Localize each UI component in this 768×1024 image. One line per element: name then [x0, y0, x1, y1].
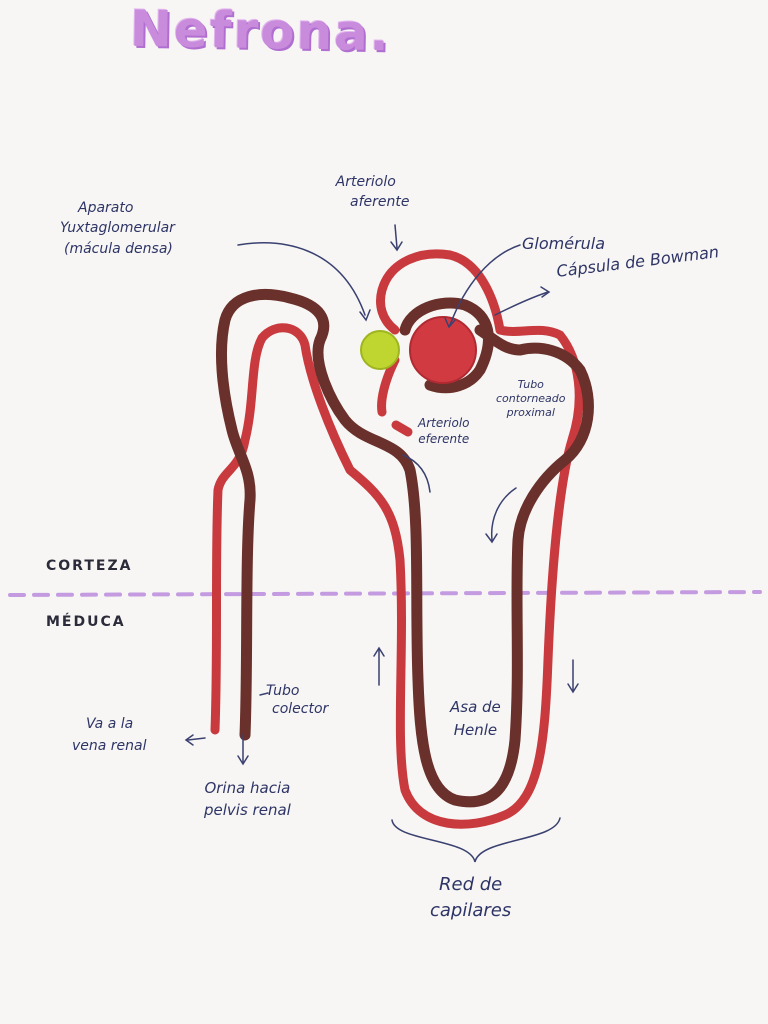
- label-orina: Orina hacia pelvis renal: [204, 778, 291, 822]
- label-red: Red de capilares: [430, 872, 511, 924]
- label-aparato: Aparato Yuxtaglomerular (mácula densa): [78, 198, 175, 259]
- capillary-network: [215, 254, 579, 824]
- tubule-path: [221, 294, 588, 801]
- arrow-vena: [188, 738, 205, 740]
- label-vena: Va a la vena renal: [86, 714, 147, 757]
- label-tubo-colector: Tubo colector: [266, 682, 328, 718]
- label-arteriola-top: Arteriolo aferente: [322, 172, 409, 213]
- arrow-capsula-head: [541, 287, 549, 297]
- label-asa: Asa de Henle: [450, 696, 501, 741]
- zone-lower: MÉDUCA: [46, 614, 126, 630]
- glomerulus: [410, 317, 476, 383]
- zone-upper: CORTEZA: [46, 558, 132, 574]
- label-arteriola-bottom: Arteriolo eferente: [418, 416, 470, 447]
- macula-densa: [361, 331, 399, 369]
- vessel-loop: [215, 254, 579, 824]
- efferent-stub: [396, 425, 408, 432]
- cortex-medulla-divider: [10, 592, 760, 595]
- renal-tubule: [221, 294, 588, 801]
- arrow-tubule-flow: [492, 488, 516, 540]
- arrow-arteriola: [395, 225, 397, 248]
- label-tubo-proximal: Tubo contorneado proximal: [496, 378, 566, 419]
- label-glomerulo: Glomérula: [522, 232, 605, 255]
- arrow-capsula: [495, 292, 548, 315]
